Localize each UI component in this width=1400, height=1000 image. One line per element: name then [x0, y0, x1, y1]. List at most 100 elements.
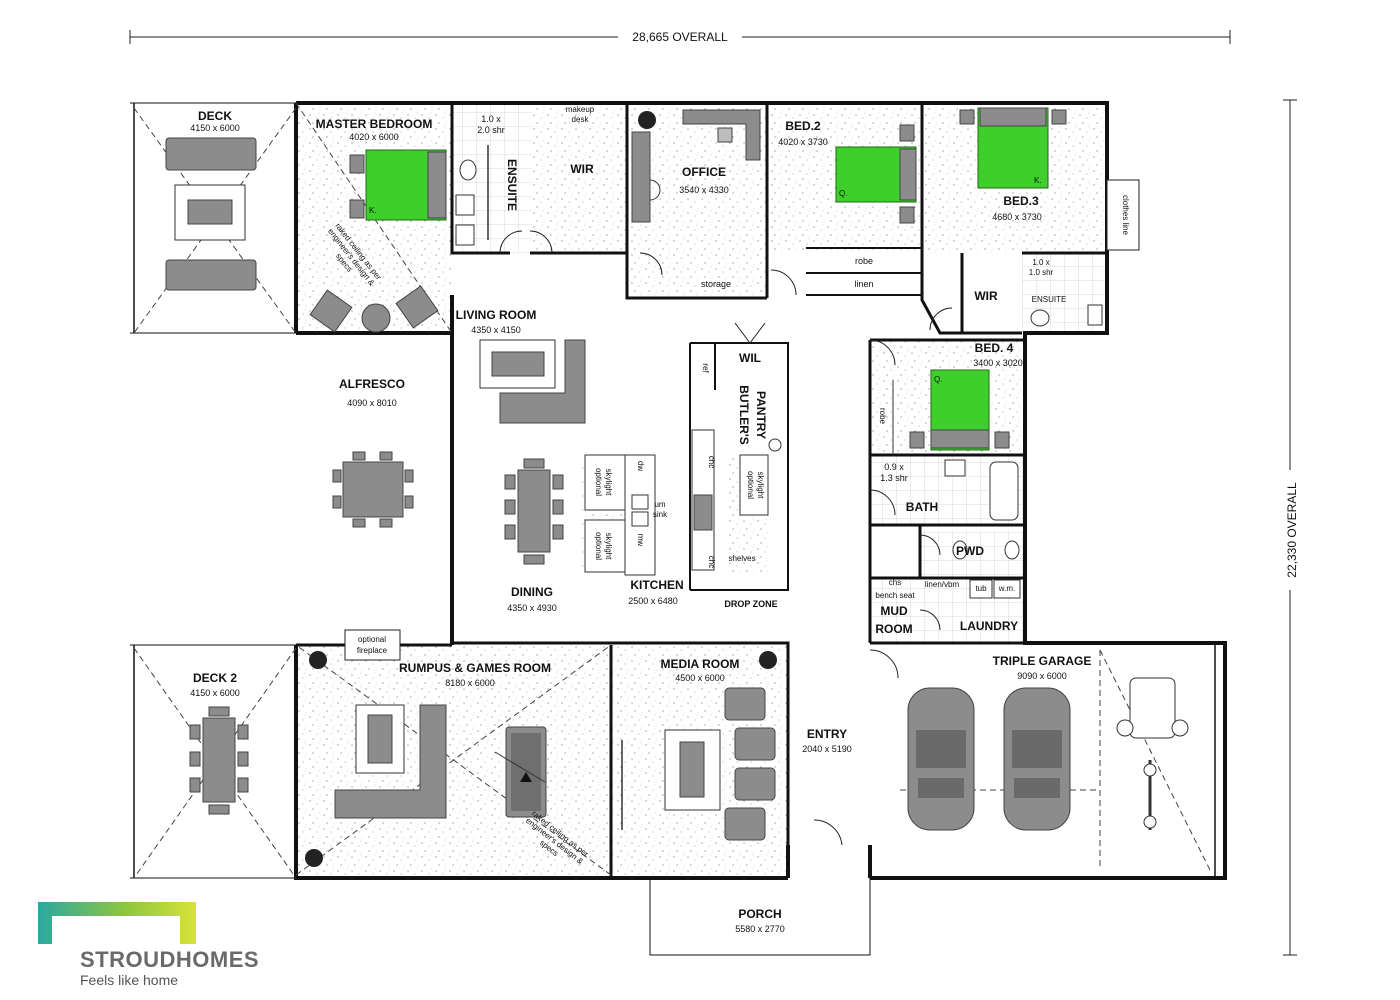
skylight-c-line2: skylight	[756, 472, 765, 499]
chs-label: chs	[889, 578, 901, 587]
bed2-size: 4020 x 3730	[778, 137, 828, 147]
skylight-a-line2: skylight	[604, 469, 613, 496]
skylight-b-line1: optional	[594, 532, 603, 560]
office-size: 3540 x 4330	[679, 185, 729, 195]
brand-tagline: Feels like home	[80, 972, 179, 988]
skylight-b-line2: skylight	[604, 533, 613, 560]
fireplace-line2: fireplace	[357, 646, 388, 655]
living-room-size: 4350 x 4150	[471, 325, 521, 335]
living-room-label: LIVING ROOM	[456, 308, 537, 322]
alfresco-size: 4090 x 8010	[347, 398, 397, 408]
bed4-size: 3400 x 3020	[973, 358, 1023, 368]
living-furniture	[479, 339, 586, 424]
linen-label: linen	[854, 279, 873, 289]
svg-text:Q.: Q.	[934, 375, 942, 384]
ensuite2-label: ENSUITE	[1032, 295, 1067, 304]
shelves-label: shelves	[728, 554, 755, 563]
makeup-desk-line2: desk	[572, 115, 590, 124]
skylight-c-line1: optional	[746, 471, 755, 499]
overall-width-dimension: 28,665 OVERALL	[129, 28, 1231, 44]
wm-label: w.m.	[998, 584, 1015, 593]
media-room-label: MEDIA ROOM	[661, 657, 740, 671]
bed3-label: BED.3	[1003, 194, 1039, 208]
bath-label: BATH	[906, 500, 938, 514]
mud-room-line1: MUD	[880, 604, 908, 618]
clothes-line-label: clothes line	[1121, 195, 1130, 236]
linen-vbm-label: linen/vbm	[925, 580, 960, 589]
bed3-size: 4680 x 3730	[992, 212, 1042, 222]
wir-label: WIR	[570, 162, 594, 176]
deck-furniture	[165, 137, 257, 291]
ensuite2-shower-line1: 1.0 x	[1032, 258, 1049, 267]
garage-label: TRIPLE GARAGE	[993, 654, 1092, 668]
overall-width-label: 28,665 OVERALL	[632, 30, 728, 44]
deck2-size: 4150 x 6000	[190, 688, 240, 698]
dw-label: dw	[636, 461, 645, 471]
entry-size: 2040 x 5190	[802, 744, 852, 754]
bed4-label: BED. 4	[975, 341, 1014, 355]
chc1-label: chc	[707, 456, 716, 468]
brand-logo-mark	[38, 902, 196, 944]
kitchen-size: 2500 x 6480	[628, 596, 678, 606]
pwd-label: PWD	[956, 544, 984, 558]
media-furniture	[621, 687, 776, 841]
deck2-label: DECK 2	[193, 671, 237, 685]
kitchen-label: KITCHEN	[630, 578, 683, 592]
office-label: OFFICE	[682, 165, 726, 179]
plant-icons	[305, 111, 777, 867]
bath-shower-line1: 0.9 x	[884, 462, 904, 472]
makeup-desk-line1: makeup	[566, 105, 595, 114]
robe-label: robe	[855, 256, 873, 266]
rumpus-label: RUMPUS & GAMES ROOM	[399, 661, 551, 675]
garage-vehicles	[907, 677, 1189, 831]
svg-text:K.: K.	[369, 206, 377, 215]
wil-label: WIL	[739, 351, 761, 365]
ensuite-shower-line1: 1.0 x	[481, 114, 501, 124]
master-bed: K.	[309, 149, 447, 333]
fireplace-box	[344, 629, 401, 661]
ensuite-fixtures	[455, 145, 489, 246]
robe2-label: robe	[878, 408, 887, 425]
um-sink-line1: um	[654, 500, 665, 509]
door-swings	[499, 230, 953, 846]
mud-room-line2: ROOM	[875, 622, 912, 636]
svg-text:K.: K.	[1034, 176, 1042, 185]
laundry-label: LAUNDRY	[960, 619, 1018, 633]
ensuite2-shower-line2: 1.0 shr	[1029, 268, 1054, 277]
bath-shower-line2: 1.3 shr	[880, 473, 908, 483]
skylight-a-line1: optional	[594, 468, 603, 496]
bath-fixtures	[944, 459, 1020, 560]
chc2-label: chc	[707, 556, 716, 568]
ensuite2-fixtures	[1030, 304, 1103, 327]
entry-label: ENTRY	[807, 727, 847, 741]
brand-block: STROUDHOMES Feels like home	[36, 900, 286, 990]
media-room-size: 4500 x 6000	[675, 673, 725, 683]
master-bedroom-label: MASTER BEDROOM	[316, 117, 433, 131]
overall-depth-dimension: 22,330 OVERALL	[1281, 99, 1299, 956]
bench-seat-label: bench seat	[875, 591, 915, 600]
porch-label: PORCH	[738, 907, 781, 921]
um-sink-line2: sink	[653, 510, 668, 519]
drop-zone-label: DROP ZONE	[724, 599, 777, 609]
deck-label: DECK	[198, 109, 232, 123]
butlers-pantry-line2: PANTRY	[754, 391, 768, 439]
laundry-fixtures	[969, 579, 1021, 599]
storage-label: storage	[701, 279, 731, 289]
bed2-furniture: Q.	[835, 124, 917, 224]
ensuite-label: ENSUITE	[505, 159, 519, 211]
bed4-furniture: Q.	[892, 369, 1010, 455]
wir2-label: WIR	[974, 289, 998, 303]
deck2-table	[189, 706, 249, 815]
bed2-label: BED.2	[785, 119, 821, 133]
svg-text:Q.: Q.	[839, 189, 847, 198]
master-bedroom-size: 4020 x 6000	[349, 132, 399, 142]
kitchen-island	[584, 429, 782, 576]
garage-size: 9090 x 6000	[1017, 671, 1067, 681]
dining-size: 4350 x 4930	[507, 603, 557, 613]
alfresco-table	[332, 451, 414, 528]
brand-name: STROUDHOMES	[80, 947, 260, 972]
dining-label: DINING	[511, 585, 553, 599]
rumpus-furniture	[334, 704, 547, 819]
dining-table	[504, 458, 564, 565]
ref-label: ref	[701, 363, 710, 373]
